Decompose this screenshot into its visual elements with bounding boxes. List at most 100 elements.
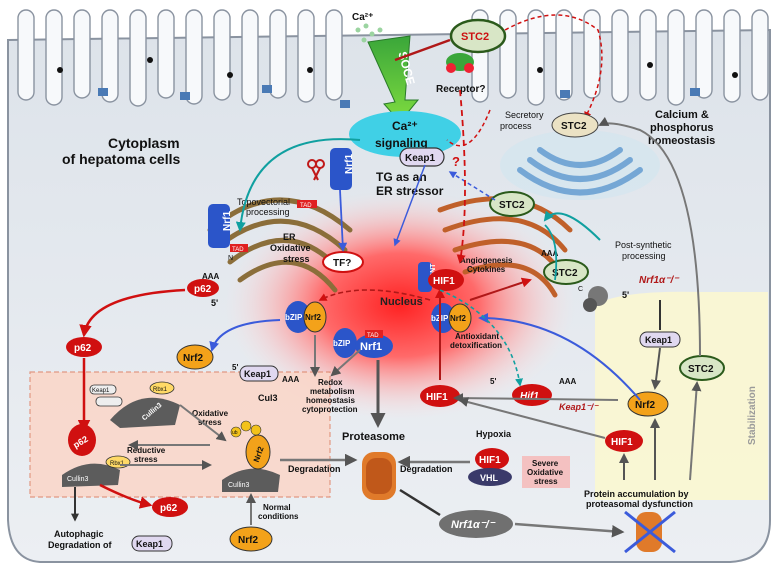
- keap1-top-label: Keap1: [405, 153, 435, 164]
- cullin3-complex-top: [89, 381, 180, 428]
- redox-line2: metabolism: [310, 387, 354, 396]
- stc2-mid-label: STC2: [499, 200, 525, 211]
- nrf2-nuc-2: [448, 303, 472, 333]
- stc2-right-label: STC2: [688, 364, 714, 375]
- p62-left: [66, 337, 102, 357]
- nrf2-right-label: Nrf2: [635, 400, 655, 411]
- hif1-nuc-label: HIF1: [433, 276, 455, 287]
- ribosome-icon: [583, 286, 608, 312]
- stc2-top-label: STC2: [461, 31, 489, 43]
- vhl-label: VHL: [480, 473, 499, 483]
- er-line1: ER: [283, 232, 296, 242]
- bzip-3-label: bZIP: [333, 339, 351, 348]
- cullin3-2: Cullin3: [67, 476, 89, 483]
- hif1-small: [512, 384, 552, 406]
- secretory-label-2: process: [500, 121, 532, 131]
- cytoplasm-title-2: of hepatoma cells: [62, 151, 180, 167]
- angio-line2: Cytokines: [467, 265, 506, 274]
- tg-line2: ER stressor: [376, 184, 444, 198]
- tad-a: [297, 200, 317, 208]
- keap1-in-cul-1: Keap1: [92, 388, 110, 394]
- calcium-line3: homeostasis: [648, 135, 715, 147]
- ca-signaling-bubble: [349, 111, 461, 157]
- topo-line2: processing: [246, 207, 290, 217]
- tad-a-label: TAD: [300, 203, 312, 209]
- nrf1-ko-right: Nrf1α⁻/⁻: [639, 275, 680, 286]
- tf-label: TF?: [333, 258, 351, 269]
- keap1-bottom: [131, 535, 173, 552]
- ca-signaling-line1: Ca²⁺: [392, 119, 418, 133]
- redox-line1: Redox: [318, 378, 343, 387]
- receptor-label: Receptor?: [436, 84, 485, 95]
- keap1-left-label: Keap1: [244, 369, 271, 379]
- ox-line1: Oxidative: [192, 409, 229, 418]
- stc2-mid-bubble: [489, 191, 535, 217]
- stc2-top-bubble: [449, 18, 507, 54]
- tad-c-label: TAD: [367, 333, 379, 339]
- five-right: 5': [622, 290, 629, 300]
- calcium-line1: Calcium &: [655, 109, 709, 121]
- tad-b: [230, 244, 248, 252]
- stc2-dashed-top: [504, 14, 603, 120]
- cullin3-complex-right: [222, 420, 280, 492]
- aaa-rp: AAA: [559, 377, 577, 386]
- topo-line1: Topovectorial: [237, 197, 290, 207]
- hypoxia-label: Hypoxia: [476, 429, 512, 439]
- red-line1: Reductive: [127, 446, 166, 455]
- protein-line2: proteasomal dysfunction: [586, 499, 693, 509]
- antiox-line1: Antioxidant: [455, 332, 499, 341]
- er-line2: Oxidative: [270, 243, 311, 253]
- stc2-secretory-label: STC2: [561, 121, 587, 132]
- hif1-small-label: Hif1: [520, 391, 539, 402]
- er-line3: stress: [283, 254, 310, 264]
- degradation-left: Degradation: [288, 464, 341, 474]
- bzip-2: [431, 303, 455, 333]
- microvilli: [17, 9, 769, 107]
- normal-line1: Normal: [263, 503, 291, 512]
- keap1-top-pill: [399, 147, 445, 167]
- n-label: N: [228, 255, 233, 262]
- nrf1-a-box: [330, 148, 352, 190]
- arrows: [71, 89, 702, 538]
- redox-line4: cytoprotection: [302, 405, 358, 414]
- cul3-label: Cul3: [258, 393, 278, 403]
- nucleus-label: Nucleus: [380, 296, 423, 308]
- post-line2: processing: [622, 251, 666, 261]
- scissors-icon: [307, 159, 325, 181]
- nrf1-b-label: Nrf1: [222, 211, 233, 231]
- nrf1-ko-bottom-label: Nrf1α⁻/⁻: [451, 519, 496, 531]
- p62-bottom-label: p62: [160, 503, 178, 514]
- stc2-inhibit-line: [394, 38, 451, 62]
- vhl-box: [468, 468, 512, 486]
- bzip-1: [285, 301, 311, 333]
- nrf1-nuc: [355, 334, 393, 358]
- nrf1-a-label: Nrf1: [344, 154, 355, 174]
- keap1-bottom-label: Keap1: [136, 539, 163, 549]
- hif1-right: [605, 430, 643, 452]
- cytoplasm-title-1: Cytoplasm: [108, 135, 180, 151]
- aaa-left: AAA: [202, 272, 220, 281]
- tf-bubble: [322, 251, 364, 273]
- red-line2: stress: [134, 455, 158, 464]
- severe-line1: Severe: [532, 459, 559, 468]
- arnt-box: [418, 262, 432, 292]
- severe-box: [522, 456, 570, 488]
- nrf2-nuc-2-label: Nrf2: [450, 314, 467, 323]
- keap1-ko-label: Keap1⁻/⁻: [559, 402, 599, 412]
- degradation-right: Degradation: [400, 464, 453, 474]
- hif1-nuc: [428, 269, 464, 291]
- calcium-line2: phosphorus: [650, 122, 714, 134]
- post-line1: Post-synthetic: [615, 240, 672, 250]
- five-left: 5': [211, 298, 218, 308]
- golgi-halo: [500, 130, 660, 200]
- hif1-bottom-label: HIF1: [479, 455, 501, 466]
- ca-signaling-line2: signaling: [375, 136, 428, 150]
- nrf1-ko-bottom: [439, 510, 513, 538]
- proteasome-icon: [362, 452, 396, 500]
- nrf2-left-label: Nrf2: [183, 353, 203, 364]
- p62-left-label: p62: [74, 343, 92, 354]
- hif1-right-label: HIF1: [611, 437, 633, 448]
- bzip-1-label: bZIP: [285, 313, 303, 322]
